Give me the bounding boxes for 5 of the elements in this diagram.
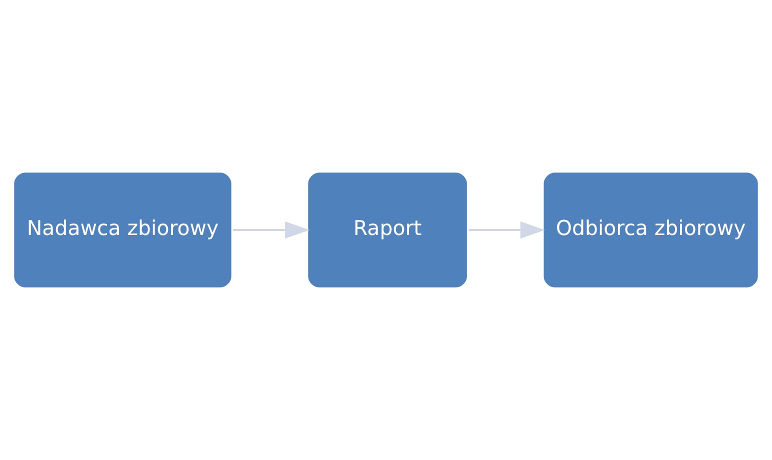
- arrow: [232, 221, 310, 239]
- node-box: Raport: [305, 170, 470, 290]
- node-box: Nadawca zbiorowy: [11, 170, 234, 290]
- arrow: [468, 221, 545, 239]
- node-box: Odbiorca zbiorowy: [540, 170, 761, 290]
